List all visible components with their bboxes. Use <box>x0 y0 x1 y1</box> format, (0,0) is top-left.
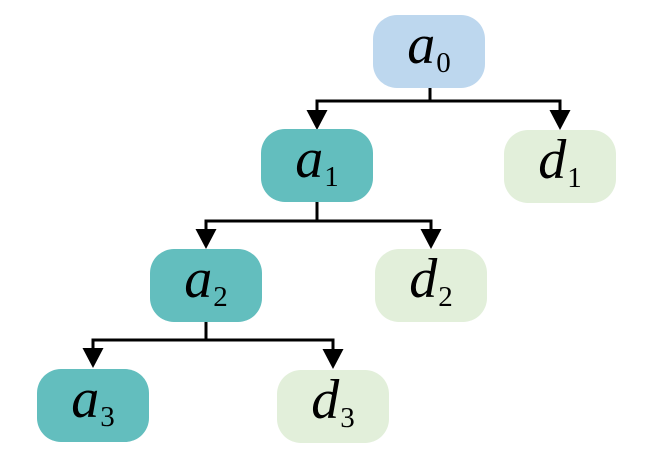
arrowhead-d3 <box>322 349 344 369</box>
arrowhead-a3 <box>82 348 104 368</box>
arrowhead-d1 <box>549 110 571 130</box>
edge-a0-a1 <box>306 101 328 130</box>
edge-trunk-a2 <box>91 320 335 342</box>
edge-a1-a2 <box>195 221 217 249</box>
edge-trunk-a0 <box>315 86 562 103</box>
edge-junction-a0 <box>306 86 571 130</box>
edge-junction-a2 <box>82 320 344 369</box>
edge-a1-d2 <box>420 221 442 249</box>
edge-a2-d3 <box>322 340 344 369</box>
edge-junction-a1 <box>195 200 442 249</box>
arrowhead-d2 <box>420 229 442 249</box>
edge-a0-d1 <box>549 101 571 130</box>
arrowhead-a2 <box>195 229 217 249</box>
edge-trunk-a1 <box>204 200 433 223</box>
edge-a2-a3 <box>82 340 104 368</box>
